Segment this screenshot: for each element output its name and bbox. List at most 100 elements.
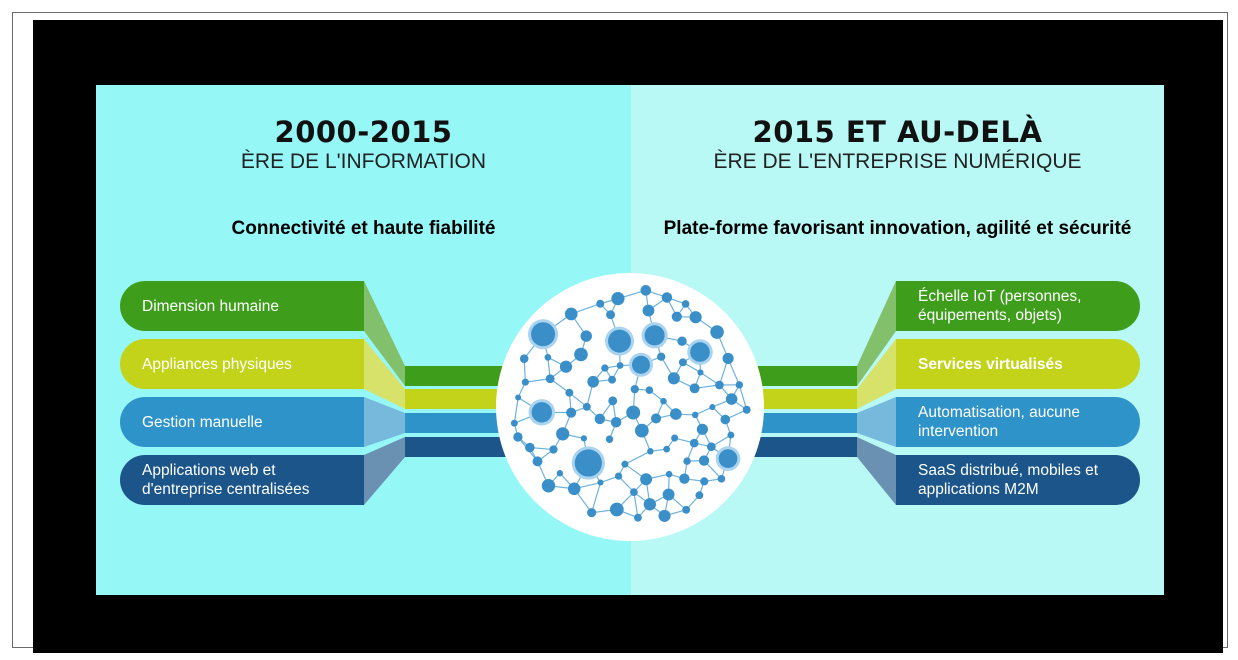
network-node	[510, 419, 518, 427]
network-link	[624, 450, 651, 465]
network-node	[582, 402, 591, 411]
network-node	[667, 372, 680, 385]
network-node	[633, 513, 642, 522]
network-node	[658, 509, 671, 522]
network-node	[645, 386, 654, 395]
right-funnel	[857, 339, 896, 409]
right-item-label: Automatisation, aucune intervention	[918, 404, 1080, 440]
network-node	[630, 384, 639, 394]
left-item-gestion-manuelle: Gestion manuelle	[120, 397, 364, 447]
network-node	[596, 299, 605, 308]
network-node	[597, 479, 604, 486]
network-node	[700, 477, 709, 486]
network-node	[671, 311, 682, 322]
network-node	[515, 394, 522, 401]
left-funnel	[364, 397, 405, 447]
left-funnel	[364, 339, 405, 409]
network-node	[691, 411, 699, 419]
network-node	[663, 445, 671, 453]
right-item-services-virtualises: Services virtualisés	[896, 339, 1140, 389]
network-node	[671, 434, 679, 442]
right-item-label: SaaS distribué, mobiles et applications …	[918, 462, 1099, 498]
network-node	[660, 397, 667, 405]
right-item-label: Services virtualisés	[918, 355, 1063, 373]
network-node	[720, 414, 731, 425]
left-item-label: Dimension humaine	[142, 297, 279, 315]
left-band	[405, 366, 515, 386]
network-node	[643, 498, 656, 511]
network-node	[521, 378, 529, 386]
network-node	[665, 470, 673, 478]
network-node	[608, 396, 618, 406]
network-node	[670, 408, 682, 420]
network-node	[544, 354, 552, 361]
right-item-automatisation: Automatisation, aucune intervention	[896, 397, 1140, 447]
network-node	[574, 449, 602, 477]
network-node	[525, 442, 535, 453]
network-node	[690, 342, 710, 362]
network-node	[541, 479, 556, 493]
network-node	[710, 325, 724, 339]
right-funnel	[857, 281, 896, 386]
network-node	[545, 374, 555, 384]
network-node	[594, 413, 606, 425]
network-node	[513, 432, 523, 442]
network-node	[634, 423, 649, 438]
network-link	[738, 384, 748, 410]
network-node	[549, 445, 558, 454]
network-node	[574, 347, 588, 362]
left-heading: Connectivité et haute fiabilité	[231, 218, 496, 239]
network-node	[678, 358, 687, 367]
network-node	[608, 375, 617, 384]
network-node	[696, 423, 708, 435]
network-node	[532, 456, 543, 467]
network-node	[695, 491, 704, 500]
network-node	[605, 435, 614, 443]
network-node	[640, 473, 653, 486]
network-node	[559, 360, 573, 373]
right-item-echelle-iot: Échelle IoT (personnes, équipements, obj…	[896, 281, 1140, 331]
network-node	[689, 311, 702, 324]
network-link	[591, 482, 602, 513]
network-node	[715, 380, 724, 390]
left-item-applications-web: Applications web et d'entreprise central…	[120, 455, 364, 505]
network-node	[689, 438, 699, 448]
left-item-label: Applications web et d'entreprise central…	[142, 462, 310, 498]
network-node	[567, 482, 581, 496]
network-node	[630, 488, 638, 497]
network-node	[718, 449, 738, 468]
network-node	[610, 416, 622, 428]
network-node	[580, 435, 588, 442]
network-node	[601, 364, 609, 372]
right-item-label: Échelle IoT (personnes, équipements, obj…	[918, 288, 1082, 324]
right-title: 2015 ET AU-DELÀ	[752, 115, 1043, 149]
right-funnel	[857, 437, 896, 505]
left-item-label: Gestion manuelle	[142, 413, 263, 431]
network-node	[681, 300, 690, 308]
network-node	[606, 310, 615, 320]
network-node	[611, 292, 625, 306]
network-node	[616, 362, 624, 369]
network-node	[608, 329, 631, 353]
right-band	[745, 437, 857, 457]
network-node	[614, 472, 623, 480]
network-node	[742, 405, 751, 414]
left-band	[405, 437, 515, 457]
network-node	[677, 336, 687, 346]
left-band	[405, 389, 515, 409]
network-node	[662, 488, 675, 501]
network-node	[651, 413, 662, 424]
network-node	[556, 427, 570, 441]
network-node	[642, 304, 655, 317]
network-node	[640, 285, 652, 296]
network-node	[556, 470, 564, 477]
network-node	[709, 404, 716, 411]
right-subtitle: ÈRE DE L'ENTREPRISE NUMÉRIQUE	[713, 150, 1082, 173]
right-band	[745, 366, 857, 386]
network-node	[682, 505, 691, 514]
right-heading: Plate-forme favorisant innovation, agili…	[663, 218, 1132, 239]
network-node	[580, 330, 592, 342]
network-node	[587, 508, 597, 518]
network-node	[735, 381, 744, 389]
